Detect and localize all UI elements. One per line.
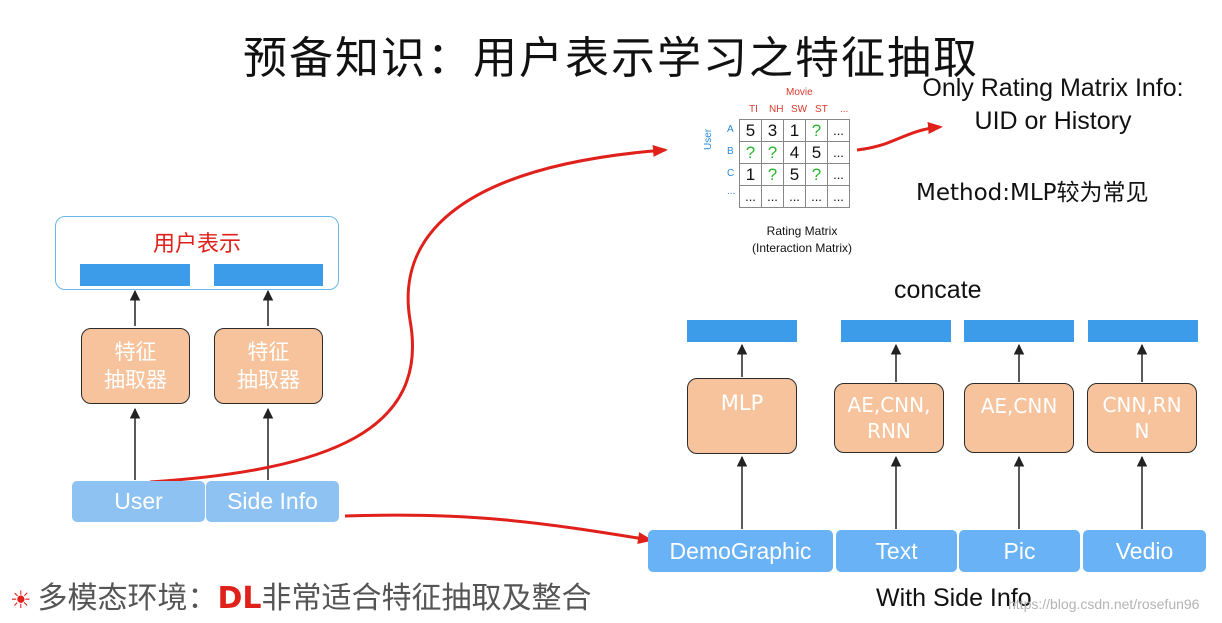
matrix-cell: ...: [827, 119, 850, 142]
bottom-statement: ☀多模态环境：DL非常适合特征抽取及整合: [10, 573, 592, 617]
rating-matrix-grid: 5 3 1 ? ... ? ? 4 5 ... 1 ? 5 ? ... ... …: [739, 119, 850, 208]
matrix-user-label: User: [703, 128, 714, 150]
matrix-caption-line1: Rating Matrix: [766, 224, 838, 238]
matrix-cell: 1: [783, 119, 806, 142]
vedio-input-box: Vedio: [1083, 530, 1206, 572]
extractor-ae-cnn-box: AE,CNN: [964, 383, 1074, 453]
matrix-cell: 5: [739, 119, 762, 142]
concate-label: concate: [894, 276, 982, 304]
matrix-cell: ?: [805, 119, 828, 142]
matrix-row: ? ? 4 5 ...: [739, 141, 850, 164]
matrix-cell: 5: [805, 141, 828, 164]
matrix-row-header-more: ...: [727, 186, 736, 197]
output-bar-3: [964, 320, 1074, 342]
matrix-cell: 3: [761, 119, 784, 142]
feature-extractor-box-1: 特征 抽取器: [81, 328, 190, 404]
user-input-box: User: [72, 481, 205, 522]
matrix-cell: ?: [805, 163, 828, 186]
matrix-col-header-more: ...: [840, 104, 849, 115]
matrix-row: 1 ? 5 ? ...: [739, 163, 850, 186]
matrix-cell: 1: [739, 163, 762, 186]
info-line-2: UID or History: [974, 107, 1132, 135]
feature-extractor-box-2: 特征 抽取器: [214, 328, 323, 404]
matrix-cell: ...: [805, 185, 828, 208]
info-line-1: Only Rating Matrix Info:: [922, 74, 1184, 102]
matrix-cell: ...: [739, 185, 762, 208]
slide-title: 预备知识：用户表示学习之特征抽取: [243, 33, 979, 84]
bottom-suffix: 非常适合特征抽取及整合: [261, 581, 592, 616]
matrix-cell: ...: [761, 185, 784, 208]
red-arrow-user-to-matrix: [149, 144, 668, 484]
matrix-col-header-ti: TI: [749, 104, 758, 115]
extractor-mlp-box: MLP: [687, 378, 797, 454]
matrix-cell: ?: [761, 163, 784, 186]
output-bar-4: [1088, 320, 1198, 342]
method-text: Method:MLP较为常见: [916, 180, 1149, 206]
matrix-caption-line2: (Interaction Matrix): [751, 241, 853, 255]
red-arrow-sideinfo-to-demographic: [344, 513, 653, 544]
matrix-row-header-c: C: [727, 168, 735, 179]
matrix-col-header-sw: SW: [791, 104, 808, 115]
matrix-cell: ?: [739, 141, 762, 164]
matrix-cell: ...: [827, 163, 850, 186]
representation-bar-1: [80, 264, 190, 286]
extractor-ae-cnn-rnn-box: AE,CNN, RNN: [834, 383, 944, 453]
with-side-info-label: With Side Info: [876, 584, 1032, 612]
user-representation-label: 用户表示: [152, 232, 241, 257]
red-arrow-matrix-to-info: [856, 122, 943, 152]
bottom-prefix: 多模态环境：: [37, 581, 218, 616]
matrix-col-header-st: ST: [815, 104, 828, 115]
output-bar-1: [687, 320, 797, 342]
matrix-row-header-a: A: [727, 124, 734, 135]
output-bar-2: [841, 320, 951, 342]
matrix-cell: ...: [827, 141, 850, 164]
bottom-highlight: DL: [217, 581, 262, 616]
text-input-box: Text: [836, 530, 957, 572]
matrix-movie-label: Movie: [786, 87, 813, 98]
extractor-cnn-rnn-box: CNN,RN N: [1087, 383, 1197, 453]
matrix-cell: ?: [761, 141, 784, 164]
matrix-row: ... ... ... ... ...: [739, 185, 850, 208]
matrix-col-header-nh: NH: [769, 104, 784, 115]
matrix-cell: 4: [783, 141, 806, 164]
matrix-cell: 5: [783, 163, 806, 186]
demographic-input-box: DemoGraphic: [648, 530, 833, 572]
sun-icon: ☀: [10, 586, 32, 614]
matrix-row: 5 3 1 ? ...: [739, 119, 850, 142]
pic-input-box: Pic: [959, 530, 1080, 572]
matrix-cell: ...: [827, 185, 850, 208]
watermark: https://blog.csdn.net/rosefun96: [1008, 596, 1200, 612]
matrix-row-header-b: B: [727, 146, 734, 157]
representation-bar-2: [214, 264, 323, 286]
matrix-cell: ...: [783, 185, 806, 208]
side-info-input-box: Side Info: [206, 481, 339, 522]
